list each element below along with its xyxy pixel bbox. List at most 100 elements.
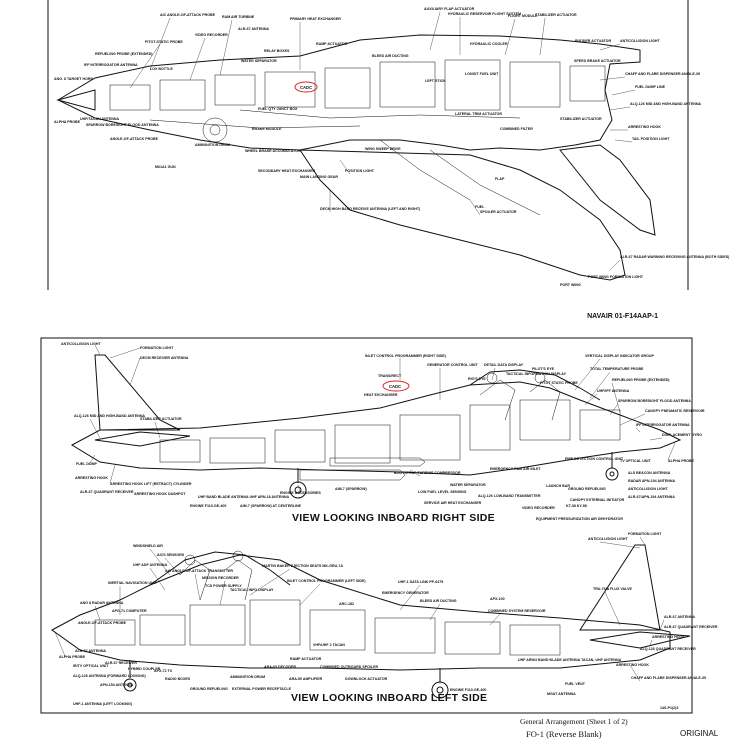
- left-label: CHAFF AND FLARE DISPENSER AN/ALE-39: [631, 676, 706, 680]
- left-label: ALR-67 QUADRANT RECEIVER: [664, 625, 718, 629]
- right-label: GENERATOR CONTROL UNIT: [427, 363, 479, 367]
- right-label: EMERGENCY RAM AIR INLET: [490, 467, 542, 471]
- left-label: AMMUNITION DRUM: [230, 675, 265, 679]
- right-label: WATER SEPARATOR: [450, 483, 486, 487]
- right-stabilizer: [94, 431, 191, 447]
- right-label: ALPHA PROBE: [668, 459, 695, 463]
- right-label: RIO'S EYE: [468, 377, 486, 381]
- top-label: SECONDARY HEAT EXCHANGER: [258, 169, 316, 173]
- right-view-title: VIEW LOOKING INBOARD RIGHT SIDE: [292, 512, 495, 524]
- top-label: RELAY BOXES: [264, 49, 290, 53]
- doc-id: NAVAIR 01-F14AAP-1: [587, 313, 658, 320]
- left-label: ALR-67 ANTENNA: [664, 615, 695, 619]
- left-label: TACTICAL INFO DISPLAY: [230, 588, 274, 592]
- top-label: FUEL DUMP LINE: [635, 85, 666, 89]
- right-label: TACTICAL INFORMATION DISPLAY: [506, 372, 567, 376]
- right-label: ARRESTING HOOK DASHPOT: [134, 492, 186, 496]
- left-label: EMERGENCY GENERATOR: [382, 591, 429, 595]
- right-label: ALS BEACON ANTENNA: [628, 471, 671, 475]
- top-label: FUEL QTY JUNCT BOX: [258, 107, 298, 111]
- left-label: BLEED AIR DUCTING: [420, 599, 457, 603]
- left-label: RAMP ACTUATOR: [290, 657, 322, 661]
- right-label: FIRE DETECTION CONTROL UNIT: [565, 457, 624, 461]
- left-label: ALPHA PROBE: [59, 655, 86, 659]
- right-side-view: CADC VIEW LOOKING INBOARD RIGHT SIDE FOR…: [61, 342, 705, 524]
- top-label: ANGLE-OF-ATTACK PROBE: [110, 137, 159, 141]
- right-label: TOTAL TEMPERATURE PROBE: [590, 367, 644, 371]
- right-missiles: [299, 457, 426, 481]
- top-label: RUDDER ACTUATOR: [575, 39, 611, 43]
- top-label: IFF INTERROGATOR ANTENNA: [84, 63, 138, 67]
- left-label: ANTICOLLISION LIGHT: [588, 537, 629, 541]
- left-label: UHF ADF ANTENNA: [133, 563, 167, 567]
- sheet-caption: General Arrangement (Sheet 1 of 2): [520, 717, 628, 726]
- top-label: PORT WING FORMATION LIGHT: [588, 275, 644, 279]
- top-label: MAIN LANDING GEAR: [300, 175, 338, 179]
- left-label: COMBINED SYSTEM RESERVOIR: [488, 609, 546, 613]
- right-label: ALR-67/APN-194 ANTENNA: [628, 495, 675, 499]
- left-label: RADIO BOXES: [165, 677, 191, 681]
- right-label: VERTICAL DISPLAY INDICATOR GROUP: [585, 354, 654, 358]
- top-label: PRIMARY HEAT EXCHANGER: [290, 17, 341, 21]
- top-label: WATER SEPARATOR: [241, 59, 277, 63]
- right-label: TRANS/RECT: [378, 374, 402, 378]
- top-label: ANG. 8 TARGET HORN: [54, 77, 93, 81]
- top-label: PITOT-STATIC PROBE: [145, 40, 183, 44]
- top-label: LONGIT FUEL UNIT: [465, 72, 499, 76]
- top-fuselage-outline: [56, 34, 641, 151]
- right-label: ARRESTING HOOK: [75, 476, 108, 480]
- top-label: WHEEL BRAKE ACCUMULATOR: [245, 149, 301, 153]
- top-label: RAMP ACTUATOR: [316, 42, 348, 46]
- top-cadc-highlight: [294, 81, 318, 93]
- top-stabilizer: [559, 144, 656, 236]
- right-label: KT-38 KY-58: [566, 504, 587, 508]
- right-label: ANTICOLLISION LIGHT: [628, 487, 669, 491]
- right-label: UHF/IFF ANTENNA: [597, 389, 630, 393]
- right-canopy: [469, 369, 601, 401]
- top-wing: [299, 149, 626, 281]
- left-label: EXTERNAL POWER RECEPTACLE: [232, 687, 292, 691]
- top-label: ANTICOLLISION LIGHT: [620, 39, 661, 43]
- top-label: ARRESTING HOOK: [628, 125, 661, 129]
- right-label: ENGINE ACCESSORIES: [280, 491, 321, 495]
- top-nose-cone: [56, 89, 96, 111]
- top-label: AMMUNITION DRUM: [195, 143, 230, 147]
- right-cadc-highlight: [382, 380, 410, 392]
- right-label: LAUNCH BAR: [546, 484, 570, 488]
- right-label: DETAIL DATA DISPLAY: [484, 363, 524, 367]
- right-vertical-tail: [94, 354, 181, 431]
- top-label: SPOILER ACTUATOR: [480, 210, 517, 214]
- left-side-view: VIEW LOOKING INBOARD LEFT SIDE ANTICOLLI…: [51, 532, 718, 706]
- left-label: MARTIN BAKER EJECTION SEATS MK-GRU-7A: [262, 564, 343, 568]
- right-label: EQUIPMENT PRESSURIZATION AIR DEHYDRATOR: [536, 517, 623, 521]
- right-label: UHF BAND BLADE ANTENNA UHF ARN-18 ANTENN…: [198, 495, 290, 499]
- top-label: STABILIZER ACTUATOR: [560, 117, 602, 121]
- right-fuselage-outline: [70, 381, 682, 476]
- right-label: ENGINE F110-GE-400: [190, 504, 226, 508]
- top-label: COMBINED FILTER: [500, 127, 533, 131]
- top-label: ALR-67 RADAR WARNING RECEIVING ANTENNA (…: [620, 255, 730, 259]
- top-label: RAM AIR TURBINE: [222, 15, 255, 19]
- left-label: ENGINE F110-GE-400: [450, 688, 486, 692]
- left-label: WINDSHIELD AIR: [133, 544, 163, 548]
- left-label: INERTIAL NAVIGATION UNIT: [108, 581, 158, 585]
- left-view-title: VIEW LOOKING INBOARD LEFT SIDE: [291, 692, 487, 704]
- right-label: ARRESTING HOOK LIFT (RETRACT) CYLINDER: [110, 482, 192, 486]
- left-label: ALR-67 ANTENNA: [75, 649, 106, 653]
- right-label: IFF INTERROGATOR ANTENNA: [636, 423, 690, 427]
- right-label: REFUELING PROBE (EXTENDED): [612, 378, 670, 382]
- right-label: PITOT STATIC PROBE: [540, 381, 578, 385]
- left-label: DOWNLOCK ACTUATOR: [345, 677, 388, 681]
- left-label: AIC ANGLE-OF-ATTACK TRANSMITTER: [165, 569, 233, 573]
- right-label: DISPLACEMENT GYRO: [662, 433, 702, 437]
- right-label: TV OPTICAL UNIT: [620, 459, 651, 463]
- left-label: IR/TV OPTICAL UNIT: [73, 664, 109, 668]
- right-landing-gear: [289, 452, 619, 499]
- top-cutaway-view: CADC AIC ANGLE-OF-ATTACK PROBE PITOT-STA…: [47, 0, 730, 290]
- left-label: UHF-1 ANTENNA (LEFT LOOKING): [73, 702, 133, 706]
- top-label: PORT WING: [560, 283, 581, 287]
- left-label: TCS POWER SUPPLY: [205, 584, 242, 588]
- top-label: TAIL POSITION LIGHT: [632, 137, 670, 141]
- top-label: AIC ANGLE-OF-ATTACK PROBE: [160, 13, 216, 17]
